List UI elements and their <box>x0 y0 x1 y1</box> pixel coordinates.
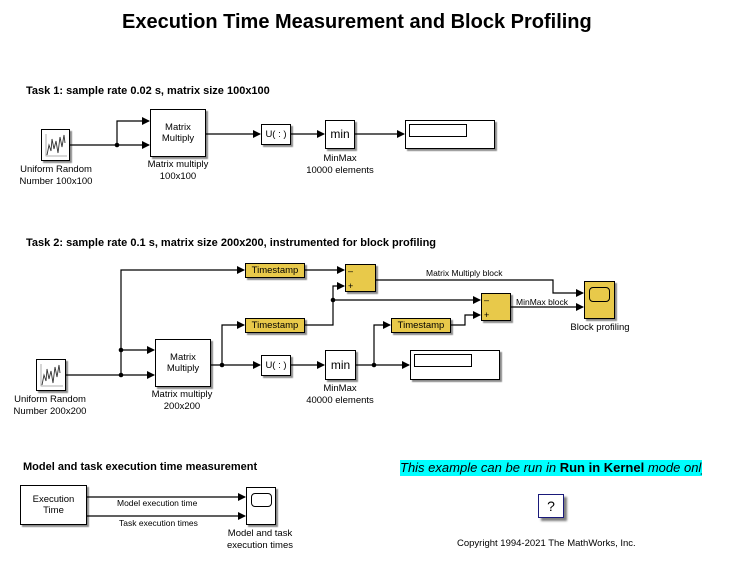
task1-minmax-block[interactable]: min <box>325 120 355 149</box>
task1-display-block[interactable] <box>405 120 495 149</box>
task2-reshape-block[interactable]: U( : ) <box>261 355 291 376</box>
minus-sign: – <box>348 266 354 276</box>
display-value-field <box>409 124 467 137</box>
label-line: execution times <box>226 539 293 551</box>
label-line: 200x200 <box>163 400 201 412</box>
wire-t2-branch-to-ts2 <box>221 321 245 365</box>
execution-times-scope-label: Model and task execution times <box>220 528 300 551</box>
label-line: Model and task <box>227 528 293 539</box>
sum-block-minmax-duration[interactable]: – + <box>481 293 511 321</box>
task2-heading: Task 2: sample rate 0.1 s, matrix size 2… <box>26 237 437 249</box>
wire-t1-branch-to-mm-in1 <box>116 117 150 145</box>
label-line: 40000 elements <box>306 394 374 406</box>
label-line: 10000 elements <box>306 164 374 176</box>
wire-ts3-to-sum2-plus <box>451 311 481 326</box>
task1-minmax-label: MinMax 10000 elements <box>300 153 380 176</box>
task2-matmul-label: Matrix multiply 200x200 <box>142 389 222 412</box>
signal-label-minmax: MinMax block <box>516 297 568 307</box>
label-line: Matrix multiply <box>147 159 209 170</box>
label-line: MinMax <box>323 383 357 394</box>
block-text: Multiply <box>166 363 200 374</box>
label-line: Number 100x100 <box>19 175 93 187</box>
run-mode-note: This example can be run in Run in Kernel… <box>400 460 702 476</box>
scope-icon <box>251 493 272 507</box>
task1-random-source-block[interactable] <box>41 129 70 161</box>
scope-icon <box>589 287 610 302</box>
block-text: Matrix <box>170 352 196 363</box>
help-button[interactable]: ? <box>538 494 564 518</box>
label-line: Number 200x200 <box>13 405 87 417</box>
signal-label-model: Model execution time <box>117 498 198 508</box>
block-profiling-scope[interactable] <box>584 281 615 319</box>
sum-block-matmul-duration[interactable]: – + <box>345 264 376 292</box>
block-text: Multiply <box>161 133 195 144</box>
task1-source-label: Uniform Random Number 100x100 <box>12 164 100 187</box>
task2-random-source-block[interactable] <box>36 359 66 391</box>
timestamp-block-3[interactable]: Timestamp <box>391 318 451 333</box>
block-profiling-label: Block profiling <box>570 322 630 333</box>
timestamp-block-1[interactable]: Timestamp <box>245 263 305 278</box>
label-line: Matrix multiply <box>151 389 213 400</box>
wire-sum1-to-scope <box>376 279 584 297</box>
note-text: mode only <box>644 460 702 475</box>
timestamp-block-2[interactable]: Timestamp <box>245 318 305 333</box>
wire-t2-branch-to-mm-in1 <box>120 346 155 375</box>
block-text: Execution <box>32 494 75 505</box>
block-text: Matrix <box>165 122 191 133</box>
plus-sign: + <box>348 281 354 291</box>
execution-times-scope[interactable] <box>246 487 276 525</box>
copyright-text: Copyright 1994-2021 The MathWorks, Inc. <box>457 538 636 549</box>
label-line: Uniform Random <box>20 164 92 175</box>
label-line: MinMax <box>323 153 357 164</box>
minus-sign: – <box>484 295 490 305</box>
task1-heading: Task 1: sample rate 0.02 s, matrix size … <box>26 85 270 97</box>
task1-matmul-label: Matrix multiply 100x100 <box>138 159 218 182</box>
wire-t2-branch-to-ts3 <box>373 321 391 365</box>
display-value-field <box>414 354 472 367</box>
task2-source-label: Uniform Random Number 200x200 <box>6 394 94 417</box>
block-text: Time <box>43 505 64 516</box>
task2-display-block[interactable] <box>410 350 500 380</box>
task3-heading: Model and task execution time measuremen… <box>23 461 258 473</box>
task2-minmax-block[interactable]: min <box>325 350 356 380</box>
note-emphasis: Run in Kernel <box>559 460 645 475</box>
random-signal-icon <box>40 364 63 387</box>
note-text: This example can be run in <box>400 460 560 475</box>
plus-sign: + <box>484 310 490 320</box>
wire-t2-branch-to-ts1 <box>120 266 245 350</box>
random-signal-icon <box>45 134 67 157</box>
label-line: Uniform Random <box>14 394 86 405</box>
label-line: 100x100 <box>159 170 197 182</box>
page-title: Execution Time Measurement and Block Pro… <box>122 11 592 33</box>
signal-label-matmul: Matrix Multiply block <box>426 268 503 278</box>
signal-label-task: Task execution times <box>119 518 198 528</box>
wire-ts2-to-sum1-plus <box>305 282 345 326</box>
task2-minmax-label: MinMax 40000 elements <box>300 383 380 406</box>
task1-reshape-block[interactable]: U( : ) <box>261 124 291 145</box>
